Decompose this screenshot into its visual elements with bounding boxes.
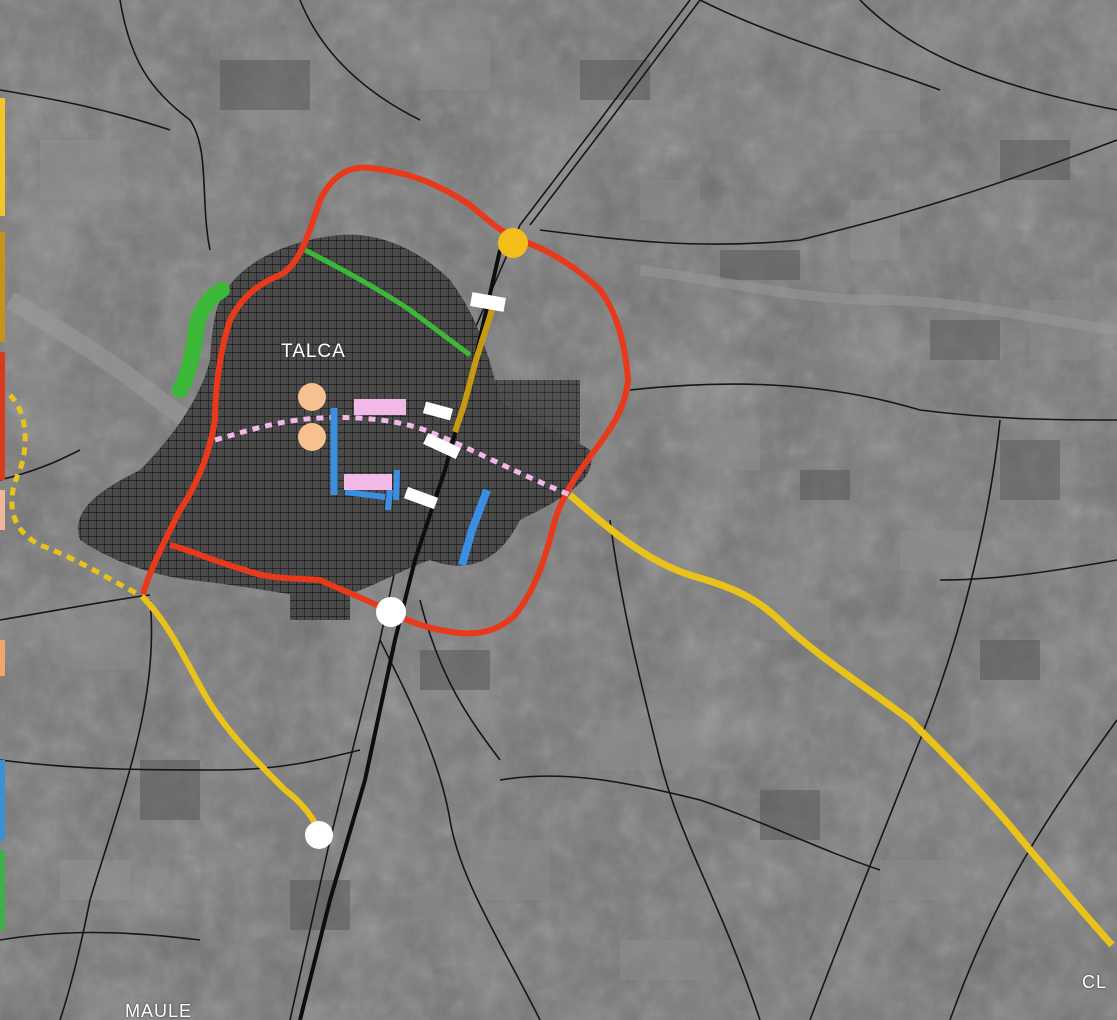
dotted-yellow-route bbox=[8, 393, 142, 598]
place-label-east: CL bbox=[1082, 972, 1108, 992]
peach-circle-upper bbox=[298, 383, 326, 411]
white-bar-1 bbox=[470, 292, 506, 312]
peach-circle-lower bbox=[298, 423, 326, 451]
river-east bbox=[639, 265, 1117, 335]
place-label-maule: MAULE bbox=[125, 1001, 193, 1020]
green-corridor-river bbox=[172, 282, 230, 398]
field-patches bbox=[40, 40, 1090, 980]
legend-swatch-orange bbox=[0, 640, 5, 676]
legend-swatch-green bbox=[0, 850, 5, 930]
legend-swatch-ochre bbox=[0, 232, 5, 342]
blue-segment-east bbox=[458, 488, 491, 567]
white-bar-4 bbox=[403, 486, 439, 510]
white-bar-3 bbox=[423, 432, 461, 460]
node-yellow-icon[interactable] bbox=[498, 228, 528, 258]
legend-swatch-peach bbox=[0, 490, 5, 530]
green-corridor-north bbox=[303, 247, 472, 357]
pink-block-lower bbox=[344, 474, 392, 490]
dotted-pink-route bbox=[214, 415, 571, 498]
yellow-highway-south bbox=[139, 593, 323, 837]
blue-segment-lower bbox=[344, 469, 400, 511]
node-white-icon[interactable] bbox=[376, 597, 406, 627]
city-label-talca: TALCA bbox=[281, 341, 346, 362]
node-white-icon[interactable] bbox=[305, 821, 333, 849]
pink-block-upper bbox=[354, 399, 406, 415]
white-bar-2 bbox=[422, 401, 454, 421]
legend-strip bbox=[0, 98, 5, 930]
yellow-highway-east bbox=[567, 492, 1115, 948]
legend-swatch-red bbox=[0, 352, 5, 480]
legend-swatch-yellow bbox=[0, 98, 5, 216]
ochre-segment bbox=[452, 309, 495, 433]
legend-swatch-blue bbox=[0, 760, 5, 840]
